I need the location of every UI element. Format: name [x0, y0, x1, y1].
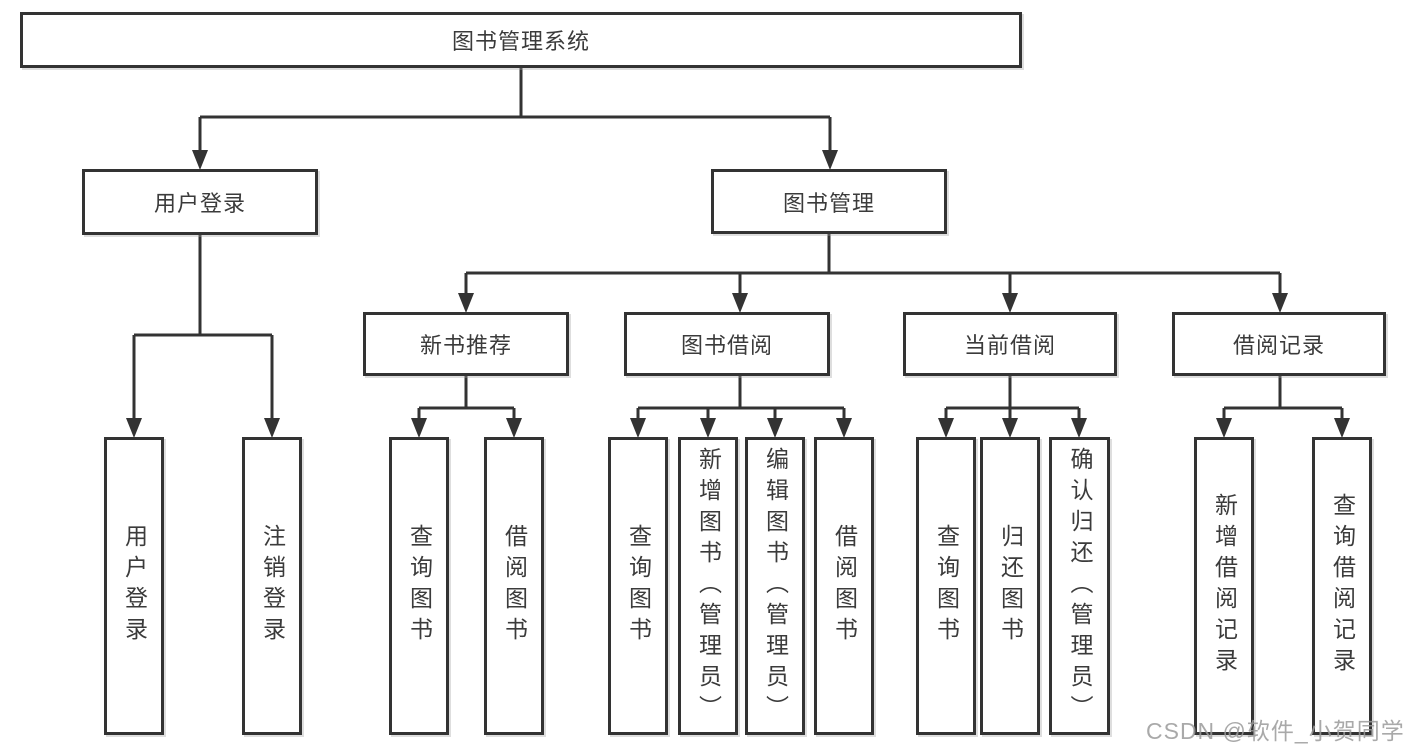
connector-bookmgmt-to-level3: [458, 234, 1288, 313]
leaf-add-borrow-record-label: 新增借阅记录: [1211, 493, 1238, 679]
arrowhead: [938, 418, 954, 438]
connector-root-to-level2: [192, 68, 838, 170]
node-user-login-group-label: 用户登录: [153, 191, 246, 216]
leaf-user-login: 用户登录: [104, 437, 164, 735]
node-root: 图书管理系统: [20, 12, 1022, 68]
csdn-watermark: CSDN @软件_小贺同学: [1146, 718, 1405, 744]
node-borrowing-records: 借阅记录: [1172, 312, 1386, 376]
connector-userlogin-to-leaves: [126, 235, 280, 438]
arrowhead: [1002, 293, 1018, 313]
leaf-edit-books-admin-label: 编辑图书（管理员）: [762, 446, 789, 726]
node-book-borrowing-label: 图书借阅: [680, 333, 773, 358]
node-user-login-group: 用户登录: [82, 169, 318, 235]
arrowhead: [458, 293, 474, 313]
arrowhead: [732, 293, 748, 313]
arrowhead: [700, 418, 716, 438]
node-current-borrowing: 当前借阅: [903, 312, 1117, 376]
connector-newbook-to-leaves: [411, 376, 522, 438]
arrowhead: [1071, 418, 1087, 438]
leaf-add-books-admin-label: 新增图书（管理员）: [695, 446, 722, 726]
arrowhead: [126, 418, 142, 438]
arrowhead: [1002, 418, 1018, 438]
leaf-borrow-books-recommend-label: 借阅图书: [501, 524, 528, 648]
arrowhead: [767, 418, 783, 438]
node-new-book-recommend-label: 新书推荐: [419, 333, 512, 358]
leaf-return-books-label: 归还图书: [997, 524, 1024, 648]
arrowhead: [630, 418, 646, 438]
connector-records-to-leaves: [1216, 376, 1350, 438]
leaf-edit-books-admin: 编辑图书（管理员）: [745, 437, 805, 735]
node-new-book-recommend: 新书推荐: [363, 312, 569, 376]
leaf-add-borrow-record: 新增借阅记录: [1194, 437, 1254, 735]
leaf-logout: 注销登录: [242, 437, 302, 735]
connector-currentborrow-to-leaves: [938, 376, 1087, 438]
arrowhead: [822, 150, 838, 170]
leaf-query-borrow-record-label: 查询借阅记录: [1329, 493, 1356, 679]
node-book-mgmt-group: 图书管理: [711, 169, 947, 234]
leaf-query-books-recommend: 查询图书: [389, 437, 449, 735]
leaf-borrow-books-recommend: 借阅图书: [484, 437, 544, 735]
leaf-confirm-return-admin-label: 确认归还（管理员）: [1067, 446, 1093, 726]
node-book-mgmt-group-label: 图书管理: [782, 190, 875, 216]
arrowhead: [836, 418, 852, 438]
leaf-user-login-label: 用户登录: [121, 524, 148, 648]
arrowhead: [1216, 418, 1232, 438]
arrowhead: [264, 418, 280, 438]
node-current-borrowing-label: 当前借阅: [963, 333, 1056, 358]
leaf-query-borrow-record: 查询借阅记录: [1312, 437, 1372, 735]
arrowhead: [411, 418, 427, 438]
arrowhead: [1334, 418, 1350, 438]
leaf-query-books-borrowing-label: 查询图书: [625, 524, 652, 648]
leaf-confirm-return-admin: 确认归还（管理员）: [1049, 437, 1110, 735]
leaf-query-books-borrowing: 查询图书: [608, 437, 668, 735]
node-book-borrowing: 图书借阅: [624, 312, 830, 376]
arrowhead: [506, 418, 522, 438]
leaf-query-books-current-label: 查询图书: [933, 524, 960, 648]
leaf-add-books-admin: 新增图书（管理员）: [678, 437, 738, 735]
leaf-query-books-current: 查询图书: [916, 437, 976, 735]
leaf-borrow-books-borrowing: 借阅图书: [814, 437, 874, 735]
leaf-return-books: 归还图书: [980, 437, 1040, 735]
leaf-borrow-books-borrowing-label: 借阅图书: [831, 524, 858, 648]
arrowhead: [1272, 293, 1288, 313]
connector-bookborrow-to-leaves: [630, 376, 852, 438]
node-root-label: 图书管理系统: [451, 29, 590, 54]
node-borrowing-records-label: 借阅记录: [1232, 333, 1325, 358]
leaf-query-books-recommend-label: 查询图书: [406, 524, 433, 648]
leaf-logout-label: 注销登录: [259, 524, 286, 648]
arrowhead: [192, 150, 208, 170]
